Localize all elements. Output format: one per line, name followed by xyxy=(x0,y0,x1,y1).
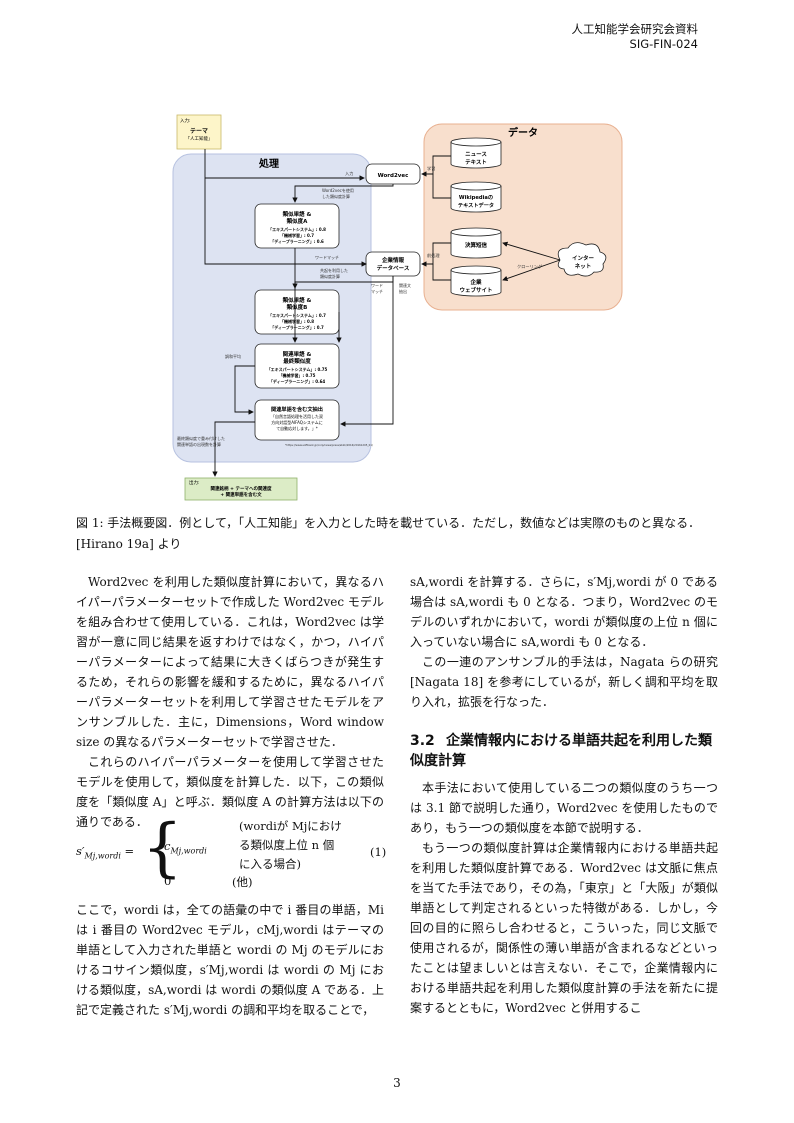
page-number: 3 xyxy=(393,1076,401,1090)
section-number: 3.2 xyxy=(410,733,435,749)
equation-1: s′Mj,wordi = { cMj,wordi (wordiが Mjにおけ る… xyxy=(76,813,387,892)
header-line1: 人工知能学会研究会資料 xyxy=(571,22,699,36)
label-final-weight-2: 関連単語の出現数を計算 xyxy=(177,441,221,447)
box-final-item3: 「ディープラーニング」: 0.64 xyxy=(269,378,326,384)
box-b-item1: 「エキスパートシステム」: 0.7 xyxy=(268,312,326,318)
input-sub-label: 「人工知能」 xyxy=(186,135,213,142)
method-overview-figure: 処理 データ 入力: テーマ 「人工知能」 Word2vec 企業情報 データベ… xyxy=(172,114,623,501)
input-box xyxy=(176,114,222,150)
label-crawling: クローリング xyxy=(517,263,542,270)
wiki-line1: Wikipediaの xyxy=(459,194,493,201)
box-b-title2: 類似度B xyxy=(286,303,308,311)
box-b-item2: 「機械学習」: 0.8 xyxy=(280,318,314,324)
equation-number: (1) xyxy=(370,845,387,859)
figure-caption: 図 1: 手法概要図．例として，「人工知能」を入力とした時を載せている．ただし，… xyxy=(76,516,701,551)
internet-line2: ネット xyxy=(575,262,592,270)
label-wordmatch2-1: ワード xyxy=(371,283,383,288)
label-w2v-sim-2: した類似度計算 xyxy=(322,193,350,199)
label-cooccur-1: 共起を利用した xyxy=(320,267,348,273)
footnote-url: *https://www.softbank.jp/corp/news/press… xyxy=(285,443,373,447)
box-extract-title: 関連単語を含む文抽出 xyxy=(271,405,323,413)
output-box xyxy=(184,477,298,501)
settlement-cylinder: 決算短信 xyxy=(450,227,502,259)
right-column-bottom: 本手法において使用している二つの類似度のうち一つは 3.1 節で説明した通り，W… xyxy=(410,778,718,1018)
company-db-node xyxy=(365,251,421,277)
left-column-top: Word2vec を利用した類似度計算において，異なるハイパーパラメーターセット… xyxy=(76,572,384,832)
internet-cloud-icon: インター ネット xyxy=(557,242,607,277)
box-b-title1: 類似単語 & xyxy=(282,296,312,304)
box-a-item2: 「機械学習」: 0.7 xyxy=(280,232,314,238)
label-related-2: 抽出 xyxy=(399,288,407,294)
box-final-title1: 関連単語 & xyxy=(283,350,312,358)
wiki-cylinder: Wikipediaの テキストデータ xyxy=(450,181,502,213)
equation-case1-value: cMj,wordi xyxy=(164,839,207,856)
label-final-weight-1: 最終類似度で重み付けした xyxy=(177,435,225,441)
news-cylinder: ニュース テキスト xyxy=(450,137,502,169)
label-cooccur-2: 類似度計算 xyxy=(320,273,340,279)
similarity-a-box xyxy=(254,203,340,249)
page-header: 人工知能学会研究会資料 SIG-FIN-024 xyxy=(572,22,699,52)
right-paragraph-3: 本手法において使用している二つの類似度のうち一つは 3.1 節で説明した通り，W… xyxy=(410,781,718,835)
equation-brace: { xyxy=(142,811,183,885)
input-small-label: 入力: xyxy=(180,117,191,124)
right-paragraph-4: もう一つの類似度計算は企業情報内における単語共起を利用した類似度計算である．Wo… xyxy=(410,841,718,1015)
label-wordmatch2-2: マッチ xyxy=(371,289,383,294)
company-db-line1: 企業情報 xyxy=(381,256,405,264)
word2vec-label: Word2vec xyxy=(378,173,409,179)
header-line2: SIG-FIN-024 xyxy=(629,37,698,51)
news-line1: ニュース xyxy=(465,151,487,158)
left-paragraph-1: Word2vec を利用した類似度計算において，異なるハイパーパラメーターセット… xyxy=(76,575,384,749)
internet-line1: インター xyxy=(572,254,595,262)
data-title: データ xyxy=(508,126,538,139)
label-learn: 学習 xyxy=(427,165,435,172)
box-a-title2: 類似度A xyxy=(286,217,309,225)
box-b-item3: 「ディープラーニング」: 0.7 xyxy=(270,324,324,330)
box-a-item1: 「エキスパートシステム」: 0.8 xyxy=(268,226,326,232)
label-wordmatch: ワードマッチ xyxy=(315,255,339,260)
box-final-item1: 「エキスパートシステム」: 0.75 xyxy=(267,366,328,372)
right-paragraph-2: この一連のアンサンブル的手法は，Nagata らの研究 [Nagata 18] … xyxy=(410,655,718,709)
company-site-line2: ウェブサイト xyxy=(459,286,492,294)
label-preprocess: 前処理 xyxy=(427,252,440,259)
equation-lhs: s′Mj,wordi = xyxy=(76,844,135,861)
box-extract-line3: て自動応対します。」* xyxy=(276,425,318,431)
company-site-line1: 企業 xyxy=(469,278,482,286)
box-extract-line1: 「自然言語処理を活用した双 xyxy=(271,413,323,419)
settlement-label: 決算短信 xyxy=(465,241,488,249)
output-line1: 関連銘柄 + テーマへの関連度 xyxy=(211,485,272,492)
news-line2: テキスト xyxy=(465,159,487,166)
equation-case1-condition: (wordiが Mjにおけ る類似度上位 n 個 に入る場合) xyxy=(239,819,342,871)
connector-lines xyxy=(204,149,561,477)
input-main-label: テーマ xyxy=(190,128,208,135)
box-final-title2: 最終類似度 xyxy=(283,357,311,365)
extract-sentence-box xyxy=(254,399,340,441)
company-site-cylinder: 企業 ウェブサイト xyxy=(450,265,502,297)
label-related-1: 関連文 xyxy=(399,282,411,288)
box-a-title1: 類似単語 & xyxy=(282,210,312,218)
section-title: 企業情報内における単語共起を利用した類似度計算 xyxy=(410,733,712,769)
label-w2v-sim-1: Word2vecを使用 xyxy=(322,187,354,193)
label-harmonic: 調和平均 xyxy=(225,353,241,359)
wiki-line2: テキストデータ xyxy=(458,201,494,209)
right-column-top: sA,wordi を計算する．さらに，s′Mj,wordi が 0 である場合は… xyxy=(410,572,718,712)
left-column-bottom: ここで，wordi は，全ての語彙の中で i 番目の単語，Mi は i 番目の … xyxy=(76,900,384,1020)
output-line2: + 関連単語を含む文 xyxy=(220,491,262,498)
equation-case2-value: 0 xyxy=(164,874,172,888)
right-paragraph-1: sA,wordi を計算する．さらに，s′Mj,wordi が 0 である場合は… xyxy=(410,575,718,649)
processing-title: 処理 xyxy=(258,157,279,170)
left-paragraph-3: ここで，wordi は，全ての語彙の中で i 番目の単語，Mi は i 番目の … xyxy=(76,903,384,1017)
box-a-item3: 「ディープラーニング」: 0.6 xyxy=(270,238,324,244)
output-small-label: 出力: xyxy=(189,479,200,486)
left-paragraph-2: これらのハイパーパラメーターを使用して学習させたモデルを使用して，類似度を計算し… xyxy=(76,755,384,829)
label-input: 入力 xyxy=(345,170,353,177)
equation-case2-condition: (他) xyxy=(232,875,253,889)
company-db-line2: データベース xyxy=(377,264,410,272)
box-extract-line2: 方向対話型AIFAQシステムに xyxy=(271,419,323,425)
box-final-item2: 「機械学習」: 0.75 xyxy=(279,372,316,378)
